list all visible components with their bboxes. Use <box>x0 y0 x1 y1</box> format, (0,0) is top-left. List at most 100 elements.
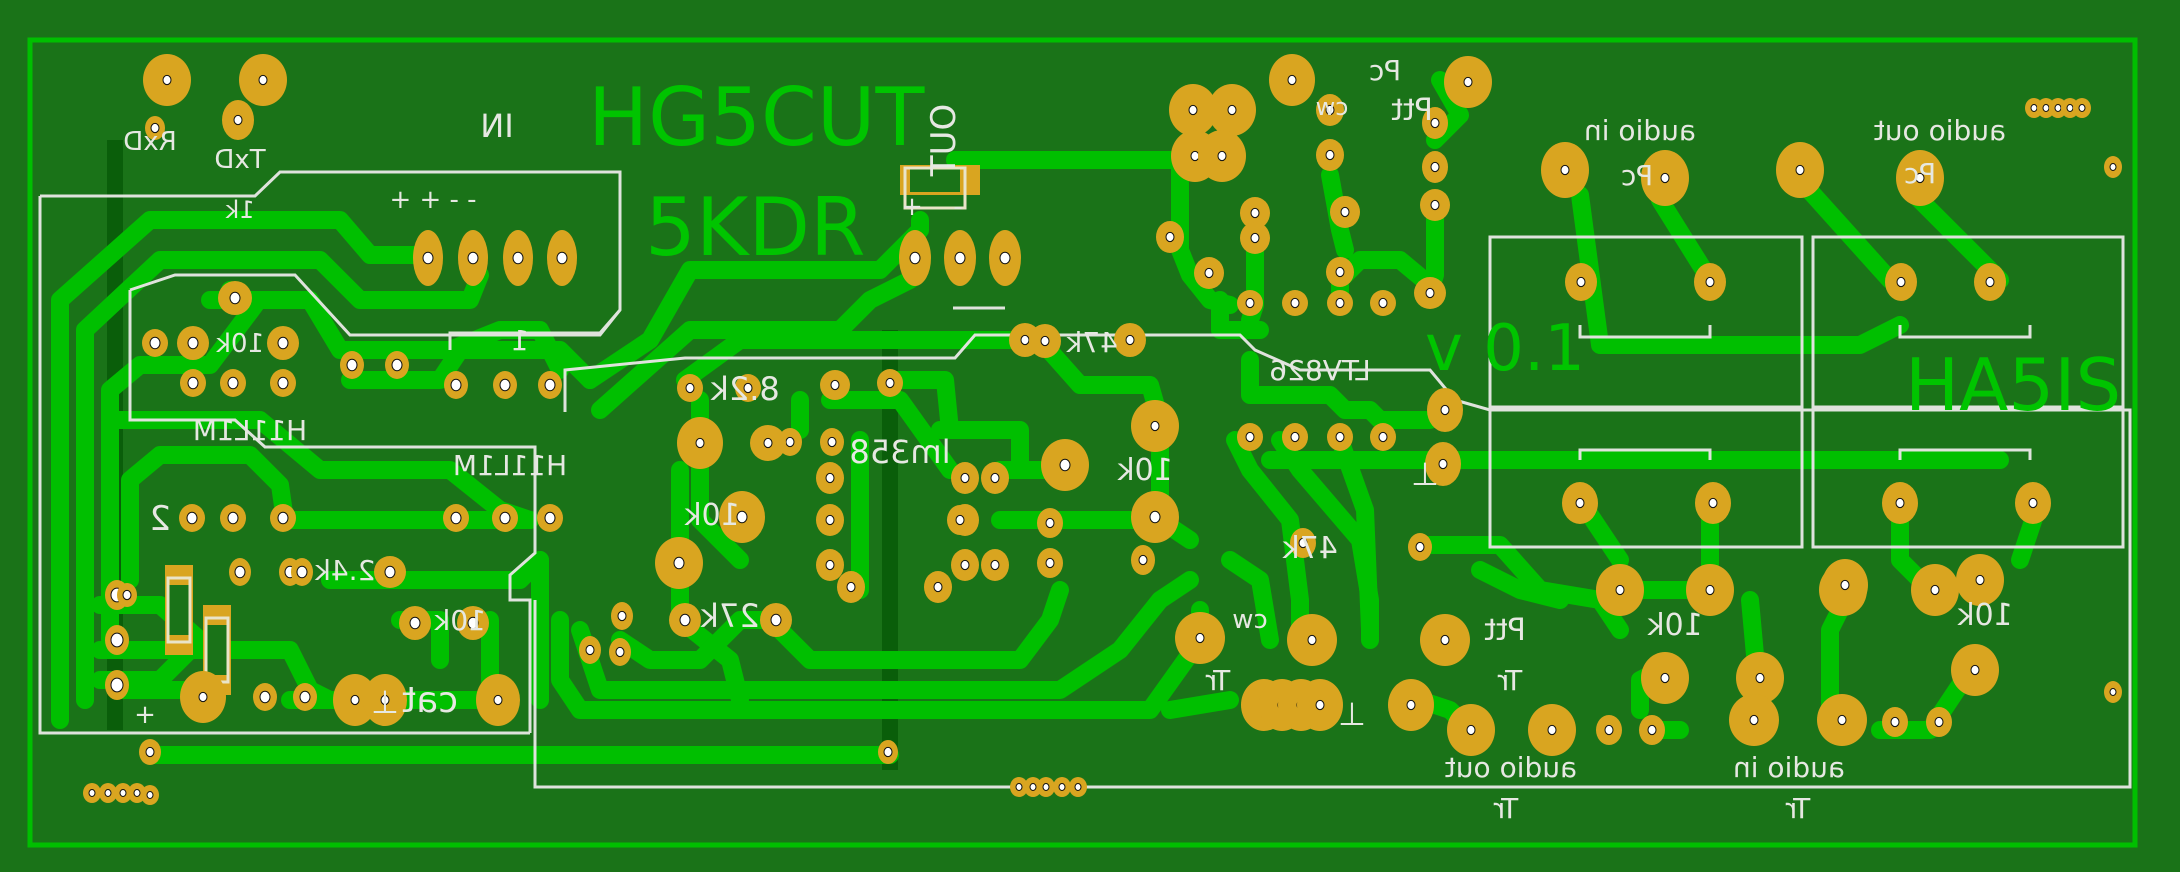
pads <box>83 54 2122 805</box>
silkscreen-label-pc-audio-out: Pc <box>1904 157 1936 190</box>
pad <box>750 425 786 461</box>
pad <box>1641 652 1689 704</box>
pad <box>878 740 898 764</box>
pad <box>1694 263 1726 301</box>
silkscreen-label-pc-audio-in: Pc <box>1621 159 1653 192</box>
pad <box>1240 197 1270 229</box>
pad <box>1408 533 1432 561</box>
silkscreen-outlines <box>38 170 2132 789</box>
pad <box>117 583 137 607</box>
pad <box>1541 142 1589 198</box>
pad <box>1131 400 1179 452</box>
pad <box>1414 277 1446 309</box>
pad <box>1237 290 1263 316</box>
silkscreen-label-pot-10k-c: 10k <box>1647 608 1703 643</box>
silkscreen-label-gnd-bottom: ⊥ <box>1338 695 1366 733</box>
silkscreen-label-pot-10k-d: 10k <box>1957 598 2013 633</box>
silkscreen-label-ic-4n25-b: H11L1M <box>453 449 567 482</box>
pad <box>1422 107 1448 139</box>
pad <box>1053 777 1071 797</box>
pad <box>1269 54 1315 106</box>
pad <box>239 54 287 106</box>
pad <box>1175 612 1225 664</box>
pad <box>139 739 161 765</box>
silkscreen-label-pin2-mark: 2 <box>149 499 171 539</box>
smd-capacitor-1 <box>165 565 193 655</box>
pad <box>1896 150 1944 206</box>
silkscreen-label-tr-audio-out: Tr <box>1493 792 1519 825</box>
pad <box>218 281 252 315</box>
pad <box>363 674 407 726</box>
pad <box>105 625 129 655</box>
silkscreen-label-ic-4n25-a: H11L1M <box>193 414 307 447</box>
silkscreen-label-r-10k-a: 10k <box>216 329 264 359</box>
pad <box>1596 564 1644 616</box>
pad <box>538 371 562 399</box>
pad <box>1029 324 1061 358</box>
silkscreen-label-r-27k: 27k <box>700 597 760 635</box>
silkscreen-label-audio-in-top: audio in <box>1584 114 1696 147</box>
silkscreen-label-conn4-name: IN <box>480 107 513 145</box>
pad <box>180 369 206 397</box>
pad <box>443 504 469 532</box>
silkscreen-label-r-8-2k: 8.2k <box>710 370 780 408</box>
pad <box>1370 423 1396 451</box>
pad <box>1287 614 1337 666</box>
pad <box>1316 139 1344 171</box>
pad <box>1974 263 2006 301</box>
silkscreen-label-tr-audio-in: Tr <box>1785 792 1811 825</box>
pad <box>220 504 246 532</box>
pad <box>1194 257 1224 289</box>
pad <box>1447 704 1495 756</box>
pad <box>145 116 165 140</box>
pad <box>270 504 296 532</box>
relay-box-audio-out-lower <box>1811 408 2125 549</box>
pad <box>340 351 364 379</box>
pad <box>1330 196 1360 228</box>
pad <box>816 462 844 494</box>
relay-box-audio-in-lower <box>1488 408 1804 549</box>
silkscreen-label-pot-10k-a: 10k <box>684 498 740 533</box>
pad <box>981 549 1009 581</box>
pad <box>669 603 701 637</box>
silkscreen-label-cat: cat <box>402 680 458 721</box>
silkscreen-label-conn4-pins: + + - - <box>389 185 476 215</box>
pad <box>924 571 952 603</box>
pad <box>1639 715 1665 745</box>
pad <box>1388 679 1434 731</box>
pad <box>816 504 844 536</box>
pad <box>253 683 277 711</box>
pad <box>1326 257 1354 287</box>
pad <box>1131 491 1179 543</box>
pad <box>899 230 931 286</box>
pad <box>476 674 520 726</box>
pad <box>1956 554 2004 606</box>
pad <box>547 230 577 286</box>
pad <box>267 326 299 360</box>
pad <box>457 606 489 640</box>
pad <box>179 504 205 532</box>
pad <box>458 230 488 286</box>
pad <box>2015 482 2051 524</box>
pad <box>1528 704 1576 756</box>
pad <box>1316 94 1344 126</box>
pad <box>503 230 533 286</box>
pad <box>1926 707 1952 737</box>
silkscreen-label-r-47k-b: 47k <box>1282 531 1338 566</box>
pad <box>1562 482 1598 524</box>
pad <box>291 558 313 586</box>
pad <box>537 504 563 532</box>
pad <box>1444 56 1492 108</box>
pad <box>142 329 168 357</box>
pad <box>413 230 443 286</box>
pad <box>1208 84 1256 136</box>
board-title: HG5CUT <box>588 71 925 164</box>
silkscreen-label-pc-top: Pc <box>1369 54 1401 87</box>
silkscreen-label-ptt-top: Ptt <box>1391 93 1433 128</box>
pad <box>1422 151 1448 183</box>
pad <box>1420 614 1470 666</box>
pad <box>735 374 761 402</box>
pad <box>1131 545 1155 575</box>
